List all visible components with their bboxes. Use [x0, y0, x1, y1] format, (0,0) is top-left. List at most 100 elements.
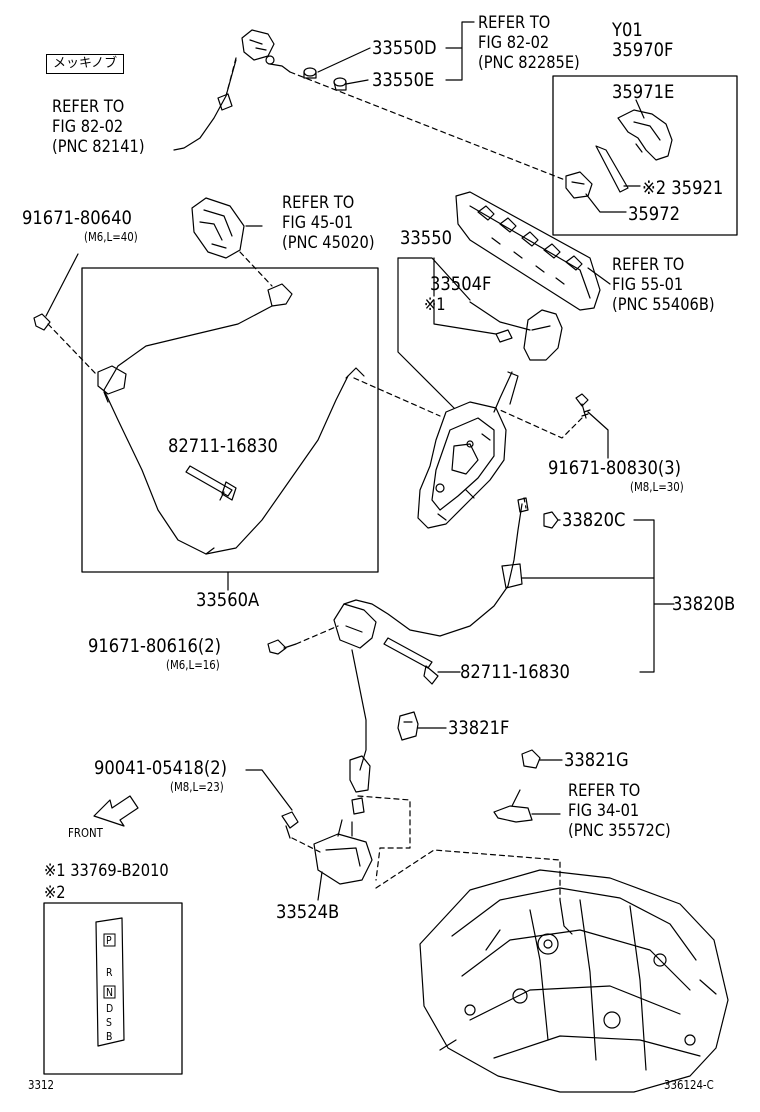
ref-45020-line2: FIG 45-01	[282, 213, 354, 233]
gear-letter-p: P	[106, 934, 112, 947]
label-y01: Y01	[612, 19, 643, 41]
ref-82141-line1: REFER TO	[52, 97, 125, 117]
part-33550D	[303, 67, 317, 79]
callout-33550E: 33550E	[372, 69, 435, 91]
dashed-bolt-right	[499, 409, 583, 439]
connector-45020	[191, 197, 245, 259]
leader-90041-05418	[245, 769, 293, 811]
dashed-bolt-80616	[295, 625, 339, 645]
ref-35572C-line3: (PNC 35572C)	[568, 821, 671, 841]
callout-91671-80640: 91671-80640	[22, 207, 132, 229]
gear-letter-b: B	[106, 1030, 113, 1043]
ref-82285E-line1: REFER TO	[478, 13, 551, 33]
callout-35972: 35972	[628, 203, 680, 225]
ref-82285E-line3: (PNC 82285E)	[478, 53, 580, 73]
top-connector	[241, 29, 291, 73]
bolt-91671-80640	[33, 313, 51, 331]
clip-33821F	[397, 711, 419, 741]
cable-33560A	[97, 283, 365, 555]
callout-33550: 33550	[400, 227, 452, 249]
top-wire	[173, 59, 237, 151]
screw-note1	[495, 329, 513, 343]
shift-knob-frame	[552, 75, 738, 236]
callout-33820C: 33820C	[562, 509, 626, 531]
dashed-45020	[239, 251, 273, 287]
cable-group-frame	[81, 267, 379, 573]
dashed-33820C	[523, 497, 527, 509]
callout-82711-16830-b: 82711-16830	[460, 661, 570, 683]
ref-55406B-line1: REFER TO	[612, 255, 685, 275]
dashed-top-1	[225, 57, 237, 97]
ref-45020-line1: REFER TO	[282, 193, 355, 213]
shift-knob-33504F	[523, 309, 563, 361]
ref-35572C-line2: FIG 34-01	[568, 801, 640, 821]
top-wire-clip	[217, 93, 233, 111]
callout-35971E: 35971E	[612, 81, 675, 103]
gear-letter-n: N	[106, 986, 113, 999]
callout-note1-part: ※1 33769-B2010	[44, 861, 169, 881]
callout-91671-80616: 91671-80616(2)	[88, 635, 222, 657]
front-label: FRONT	[68, 826, 103, 840]
ref-82141-line3: (PNC 82141)	[52, 137, 145, 157]
ref-55406B-line3: (PNC 55406B)	[612, 295, 715, 315]
callout-91671-80830-spec: (M8,L=30)	[630, 480, 684, 494]
ref-55406B-line2: FIG 55-01	[612, 275, 684, 295]
cable-33820B	[333, 497, 529, 815]
leader-35972	[585, 193, 627, 213]
gear-indicator-plate	[95, 917, 125, 1047]
leader-33524B	[317, 871, 323, 901]
callout-90041-05418-spec: (M8,L=23)	[170, 780, 224, 794]
callout-91671-80616-spec: (M6,L=16)	[166, 658, 220, 672]
shift-lever-assembly	[397, 257, 519, 529]
part-35921	[595, 145, 629, 193]
tie-82711-16830-b	[383, 637, 439, 685]
ref-35572C-line1: REFER TO	[568, 781, 641, 801]
bolt-91671-80616	[267, 639, 297, 655]
dashed-90041	[291, 837, 321, 853]
leader-82711-a	[219, 491, 225, 501]
bolt-90041-05418	[281, 811, 299, 839]
leader-note1	[433, 299, 497, 335]
dashed-bracket	[357, 795, 411, 881]
callout-33820B: 33820B	[672, 593, 736, 615]
leader-33504F	[469, 301, 531, 331]
callout-33821F: 33821F	[448, 717, 510, 739]
leader-91671-80640	[45, 253, 79, 317]
bolt-91671-80830	[575, 393, 591, 419]
leader-91671-80830	[587, 411, 609, 459]
callout-33504F: 33504F	[430, 273, 492, 295]
part-33550E	[333, 77, 347, 91]
bracket-82285E	[445, 21, 475, 81]
callout-note2: ※2	[44, 883, 66, 903]
leader-33550D	[317, 47, 371, 73]
leader-35971E	[635, 99, 645, 119]
gear-letter-d: D	[106, 1002, 114, 1015]
gear-indicator-frame	[43, 902, 183, 1075]
nut-33820C	[543, 511, 559, 529]
dashed-91671-80640	[47, 323, 97, 375]
ref-45020-line3: (PNC 45020)	[282, 233, 375, 253]
ref-82141-line2: FIG 82-02	[52, 117, 124, 137]
gear-letters	[103, 933, 116, 999]
ref-82285E-line2: FIG 82-02	[478, 33, 550, 53]
leader-55406B	[587, 267, 611, 285]
footer-left: 3312	[28, 1078, 54, 1092]
callout-note1: ※1	[424, 295, 446, 315]
callout-35970F: 35970F	[612, 39, 674, 61]
shift-lever-housing-top	[455, 191, 601, 311]
callout-82711-16830-a: 82711-16830	[168, 435, 278, 457]
leader-33550E	[345, 79, 369, 85]
footer-right: 336124-C	[664, 1078, 714, 1092]
callout-91671-80640-spec: (M6,L=40)	[84, 230, 138, 244]
gear-letter-s: S	[106, 1016, 112, 1029]
callout-90041-05418: 90041-05418(2)	[94, 757, 228, 779]
bracket-33820B	[633, 519, 675, 673]
tie-82711-16830-a	[185, 465, 233, 497]
dashed-cable-to-lever	[353, 377, 441, 417]
transaxle-assembly	[419, 869, 729, 1093]
front-arrow-icon	[93, 795, 139, 827]
callout-33524B: 33524B	[276, 901, 340, 923]
callout-33560A: 33560A	[196, 589, 260, 611]
bracket-33524B	[313, 819, 373, 885]
